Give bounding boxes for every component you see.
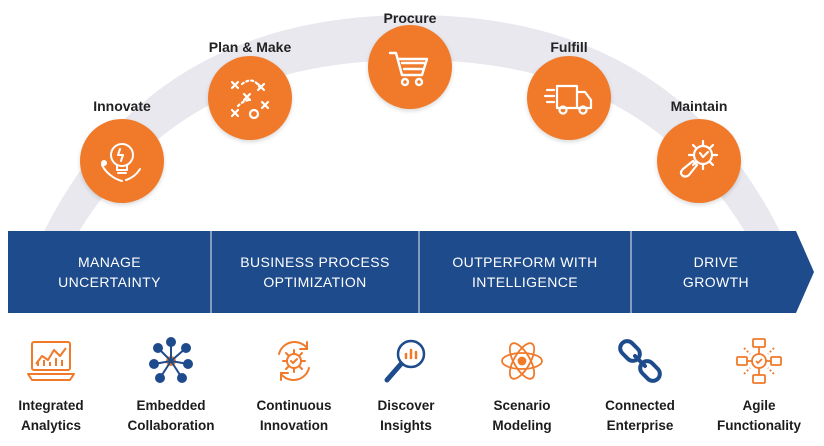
- capability-label: Connected Enterprise: [605, 398, 675, 433]
- capability-label: Embedded Collaboration: [127, 398, 215, 433]
- banner-segment-drive-growth: DRIVE GROWTH: [682, 254, 750, 290]
- banner-segment-outperform: OUTPERFORM WITH INTELLIGENCE: [452, 254, 598, 290]
- capability-label: Agile Functionality: [717, 398, 801, 433]
- capability-continuous-innovation: Continuous Innovation: [235, 336, 353, 436]
- stage-maintain: [657, 119, 741, 203]
- capability-embedded-collaboration: Embedded Collaboration: [112, 336, 230, 436]
- capability-label: Continuous Innovation: [256, 398, 332, 433]
- stage-label-procure: Procure: [383, 10, 437, 26]
- people-network-icon: [149, 337, 193, 383]
- process-banner: MANAGE UNCERTAINTY BUSINESS PROCESS OPTI…: [8, 231, 814, 313]
- stage-procure: [368, 25, 452, 109]
- capability-label: Discover Insights: [377, 398, 435, 433]
- capability-label: Integrated Analytics: [18, 398, 84, 433]
- stage-label-maintain: Maintain: [670, 98, 728, 114]
- atom-icon: [501, 342, 543, 380]
- agile-flow-icon: [736, 338, 782, 384]
- gear-wrench-icon: [679, 139, 719, 178]
- lightbulb-icon: [101, 143, 141, 182]
- capability-scenario-modeling: Scenario Modeling: [463, 336, 581, 436]
- stage-fulfill: [527, 56, 611, 140]
- shopping-cart-icon: [388, 51, 429, 87]
- stage-label-fulfill: Fulfill: [550, 39, 588, 55]
- play-strategy-icon: [230, 79, 270, 120]
- capability-connected-enterprise: Connected Enterprise: [581, 336, 699, 436]
- analytics-monitor-icon: [27, 341, 75, 381]
- capability-label: Scenario Modeling: [492, 398, 552, 433]
- banner-segment-business-process: BUSINESS PROCESS OPTIMIZATION: [240, 254, 390, 290]
- stage-plan-make: [208, 56, 292, 140]
- cycle-gear-icon: [278, 341, 310, 381]
- stage-label-plan-make: Plan & Make: [208, 39, 292, 55]
- chain-link-icon: [618, 339, 662, 383]
- capability-discover-insights: Discover Insights: [347, 336, 465, 436]
- banner-segment-manage-uncertainty: MANAGE UNCERTAINTY: [58, 254, 161, 290]
- stage-innovate: [80, 119, 164, 203]
- magnifier-chart-icon: [384, 339, 426, 383]
- stage-label-innovate: Innovate: [93, 98, 151, 114]
- delivery-truck-icon: [543, 84, 593, 115]
- capability-agile-functionality: Agile Functionality: [700, 336, 818, 436]
- banner-arrow-shape: [8, 231, 814, 313]
- capability-integrated-analytics: Integrated Analytics: [0, 336, 110, 436]
